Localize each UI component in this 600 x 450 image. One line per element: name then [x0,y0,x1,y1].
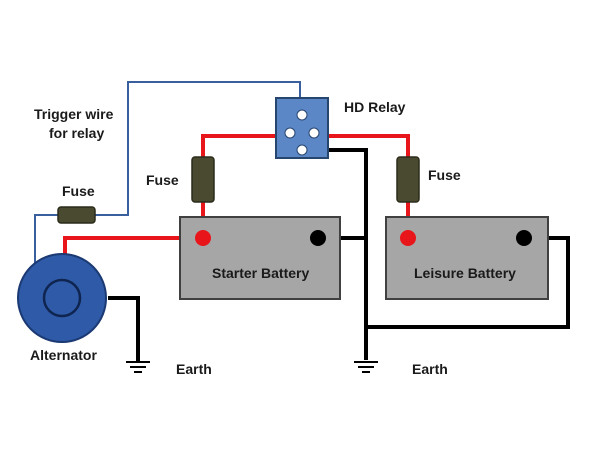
leisure-battery-label: Leisure Battery [414,265,516,281]
earth-label-right: Earth [412,361,448,377]
starter-battery-body [179,216,341,300]
fuse-leisure-label: Fuse [428,167,461,183]
starter-negative-terminal [310,230,326,246]
fuse-trigger-label: Fuse [62,183,95,199]
earth-label-left: Earth [176,361,212,377]
trigger-wire [34,214,58,268]
relay-to-leisure-wire [316,134,410,238]
leisure-negative-terminal [516,230,532,246]
fuse-leisure [396,156,420,203]
earth-symbol-left [126,361,150,373]
alternator-inner [42,278,82,318]
earth-symbol-right [354,361,378,373]
relay-pin-left [284,127,296,139]
relay-earth-wire [316,148,368,360]
trigger-wire-label-line2: for relay [49,125,104,141]
alternator-label: Alternator [30,347,97,363]
trigger-wire-label-line1: Trigger wire [34,106,114,122]
hd-relay-label: HD Relay [344,99,406,115]
starter-positive-terminal [195,230,211,246]
alternator-earth-wire [108,296,140,362]
relay-pin-bottom [296,144,308,156]
starter-battery-label: Starter Battery [212,265,309,281]
fuse-trigger [57,206,96,224]
starter-to-relay-wire [201,134,288,238]
leisure-battery-body [385,216,549,300]
relay-pin-right [308,127,320,139]
trigger-wire-to-relay [95,81,301,216]
fuse-starter [191,156,215,203]
leisure-positive-terminal [400,230,416,246]
relay-pin-top [296,109,308,121]
fuse-starter-label: Fuse [146,172,179,188]
